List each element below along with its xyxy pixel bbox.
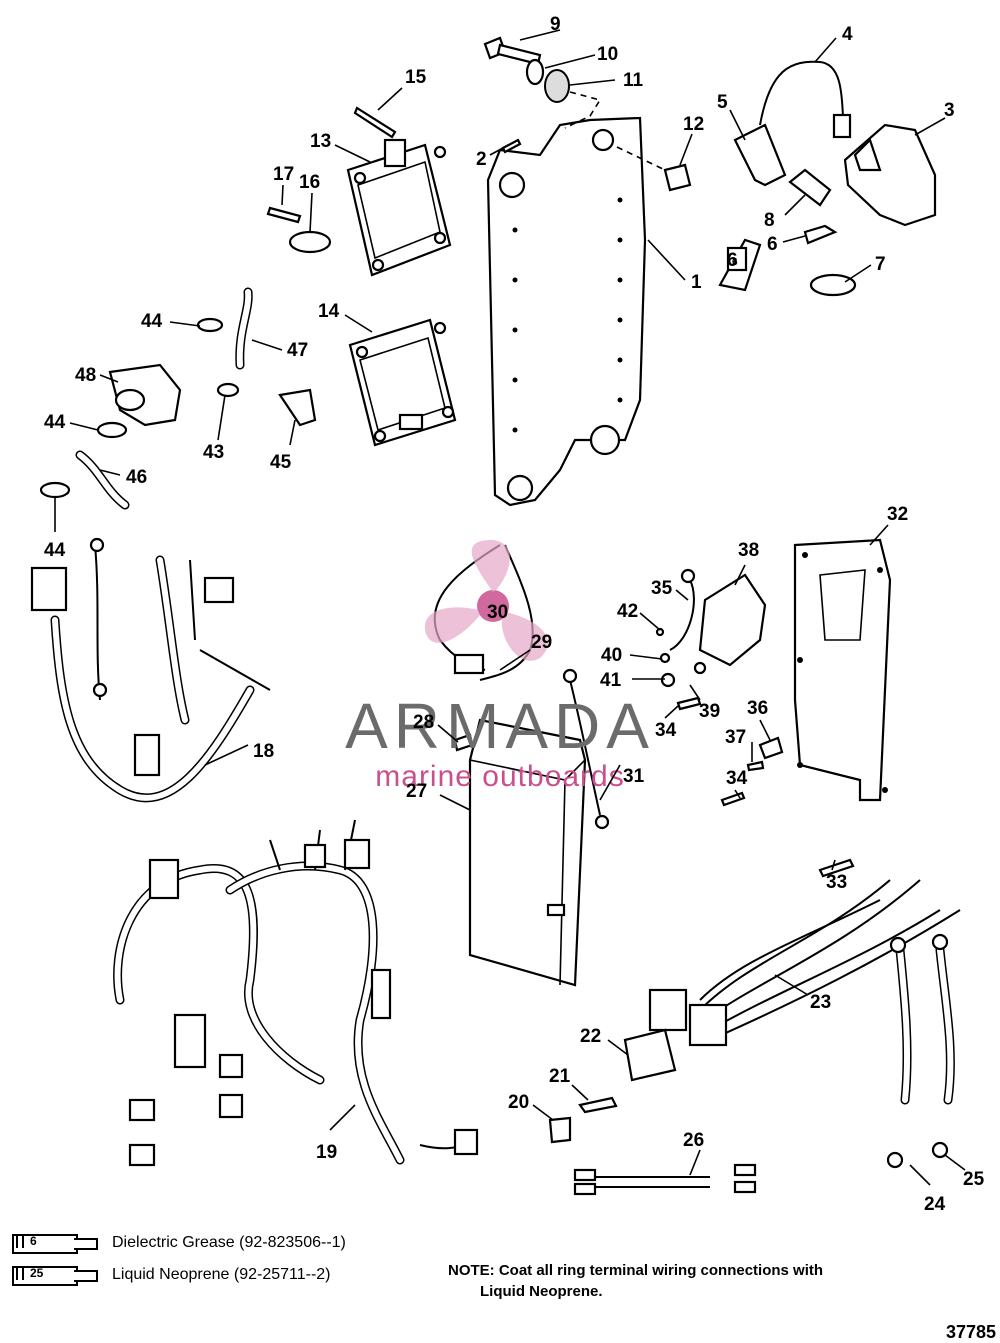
callout-13: 13 <box>310 131 331 152</box>
note-line-2: Liquid Neoprene. <box>480 1283 603 1300</box>
callout-32: 32 <box>887 504 908 525</box>
callout-18: 18 <box>253 741 274 762</box>
clamp-16 <box>288 230 332 254</box>
wiring-harness-19 <box>113 819 479 1167</box>
callout-25: 25 <box>963 1169 985 1190</box>
callout-17: 17 <box>273 164 294 185</box>
callout-7: 7 <box>875 254 886 275</box>
callout-27: 27 <box>406 781 427 802</box>
callout-6b: 6 <box>767 234 778 255</box>
callout-14: 14 <box>318 301 340 322</box>
callout-38: 38 <box>738 540 759 561</box>
callout-9: 9 <box>550 14 561 35</box>
screw-17 <box>266 206 302 224</box>
wiring-harness-18 <box>30 537 271 803</box>
callout-40: 40 <box>601 645 622 666</box>
watermark-title: ARMADA <box>345 690 655 762</box>
mounting-plate <box>486 116 647 507</box>
legend-text: Liquid Neoprene (92-25711--2) <box>112 1266 331 1283</box>
callout-36: 36 <box>747 698 768 719</box>
callout-48: 48 <box>75 365 96 386</box>
callout-5: 5 <box>717 92 728 113</box>
ignition-coil-group <box>718 60 937 297</box>
callout-20: 20 <box>508 1092 529 1113</box>
bolt-washer-grommet <box>483 36 602 129</box>
note: NOTE: Coat all ring terminal wiring conn… <box>448 1260 823 1302</box>
callout-29: 29 <box>531 632 552 653</box>
callout-21: 21 <box>549 1066 571 1087</box>
callout-28: 28 <box>413 712 434 733</box>
grease-tube-icon: 6 <box>12 1232 102 1254</box>
module-13 <box>346 138 452 277</box>
callout-35: 35 <box>651 578 673 599</box>
callout-45: 45 <box>270 452 292 473</box>
callout-3: 3 <box>944 100 955 121</box>
legend-text: Dielectric Grease (92-823506--1) <box>112 1234 346 1251</box>
callout-47: 47 <box>287 340 308 361</box>
callout-4: 4 <box>842 24 853 45</box>
callout-42: 42 <box>617 601 638 622</box>
tube-code-on-part: 6 <box>732 257 738 268</box>
callout-2: 2 <box>476 149 487 170</box>
callout-8: 8 <box>764 210 775 231</box>
legend-liquid-neoprene: 25 Liquid Neoprene (92-25711--2) <box>12 1264 331 1286</box>
callout-33: 33 <box>826 872 847 893</box>
callout-24: 24 <box>924 1194 946 1215</box>
callout-22: 22 <box>580 1026 601 1047</box>
callout-44b: 44 <box>44 412 66 433</box>
callout-46: 46 <box>126 467 147 488</box>
callout-11: 11 <box>623 70 644 91</box>
callout-6a: 6 <box>727 250 738 271</box>
callout-41: 41 <box>600 670 622 691</box>
callout-30: 30 <box>487 602 508 623</box>
callout-34a: 34 <box>655 720 677 741</box>
callout-44c: 44 <box>44 540 66 561</box>
legend-code: 25 <box>30 1266 44 1280</box>
callout-1: 1 <box>691 272 702 293</box>
callout-37: 37 <box>725 727 746 748</box>
callout-16: 16 <box>299 172 320 193</box>
note-line-1: NOTE: Coat all ring terminal wiring conn… <box>448 1262 824 1279</box>
callout-labels: 1 2 3 4 5 6 6 7 8 9 10 11 12 13 14 15 16… <box>44 14 985 1215</box>
screw-15 <box>353 106 397 139</box>
callout-44a: 44 <box>141 311 163 332</box>
neoprene-tube-icon: 25 <box>12 1264 102 1286</box>
callout-12: 12 <box>683 114 704 135</box>
module-14 <box>348 318 457 447</box>
legend-dielectric-grease: 6 Dielectric Grease (92-823506--1) <box>12 1232 346 1254</box>
watermark: ARMADA marine outboards <box>345 540 655 793</box>
callout-34b: 34 <box>726 768 748 789</box>
callout-23: 23 <box>810 992 831 1013</box>
watermark-subtitle: marine outboards <box>375 760 624 793</box>
callout-31: 31 <box>623 766 645 787</box>
figure-number: 37785 <box>945 1322 996 1342</box>
callout-19: 19 <box>316 1142 337 1163</box>
leader-lines <box>54 29 966 1186</box>
callout-39: 39 <box>699 701 720 722</box>
callout-15: 15 <box>405 67 427 88</box>
wire-leads-group <box>548 879 961 1196</box>
callout-10: 10 <box>597 44 618 65</box>
bracket-plate-32 <box>655 538 892 878</box>
grommet-12 <box>663 163 692 192</box>
legend-code: 6 <box>30 1234 37 1248</box>
callout-43: 43 <box>203 442 224 463</box>
screw-2 <box>501 138 522 154</box>
hose-and-fitting-group <box>39 287 317 510</box>
callout-26: 26 <box>683 1130 704 1151</box>
